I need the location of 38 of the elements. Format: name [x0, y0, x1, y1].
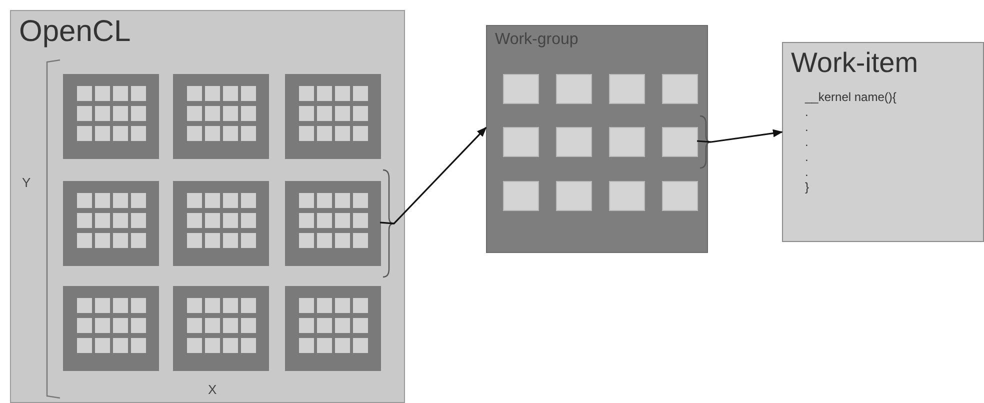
work-item-square: [609, 127, 645, 157]
work-item-square: [556, 181, 592, 211]
work-item-square: [609, 181, 645, 211]
code-line: .: [805, 121, 808, 133]
work-group-panel: [486, 25, 708, 253]
work-item-square: [503, 181, 539, 211]
work-item-square: [662, 127, 698, 157]
panel-title: Work-item: [791, 49, 918, 77]
axis-label: X: [208, 383, 217, 396]
work-group-tile: [63, 181, 159, 266]
work-group-tile: [173, 286, 269, 371]
panel-title: Work-group: [495, 32, 578, 48]
code-line: .: [805, 151, 808, 163]
work-item-panel: [782, 42, 984, 242]
work-group-tile: [173, 74, 269, 159]
work-item-square: [662, 181, 698, 211]
code-line: .: [805, 166, 808, 178]
work-item-square: [503, 127, 539, 157]
work-group-tile: [285, 286, 381, 371]
ndrange-panel: [10, 10, 405, 403]
work-group-tile: [63, 74, 159, 159]
arrow: [696, 129, 783, 143]
code-line: __kernel name(){: [805, 91, 896, 103]
work-item-square: [503, 74, 539, 104]
work-item-square: [662, 74, 698, 104]
code-line: }: [805, 181, 810, 193]
work-item-square: [556, 127, 592, 157]
work-group-tile: [173, 181, 269, 266]
axis-label: Y: [22, 176, 31, 189]
arrow: [380, 126, 487, 224]
panel-title: OpenCL: [19, 17, 131, 47]
code-line: .: [805, 106, 808, 118]
work-group-tile: [285, 74, 381, 159]
work-item-square: [556, 74, 592, 104]
work-group-tile: [285, 181, 381, 266]
work-group-tile: [63, 286, 159, 371]
work-item-square: [609, 74, 645, 104]
code-line: .: [805, 136, 808, 148]
